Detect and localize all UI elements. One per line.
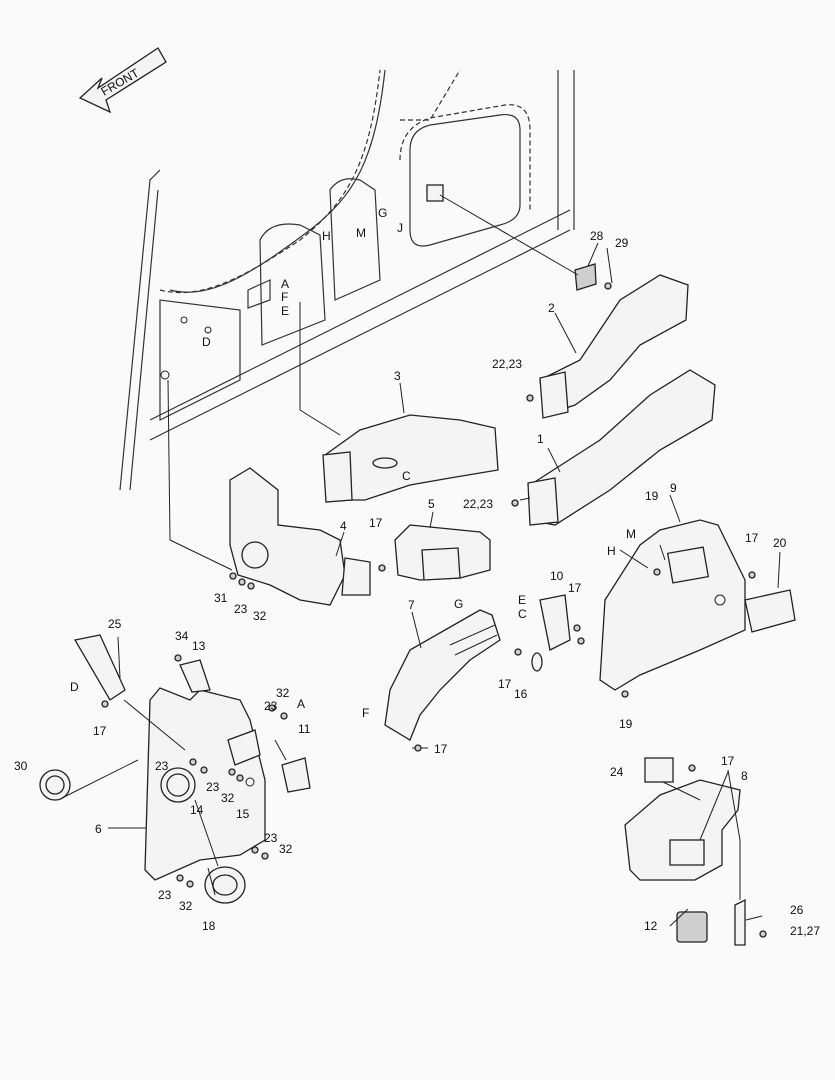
duct-1 <box>527 369 716 526</box>
label-23-a: 23 <box>264 699 278 713</box>
part-24 <box>644 757 674 783</box>
label-22-23-mid: 22,23 <box>463 497 493 511</box>
leader-lines <box>61 242 781 927</box>
bolt-29 <box>604 282 612 290</box>
part-26 <box>734 898 746 946</box>
part-11 <box>281 757 311 793</box>
label-E-top: E <box>281 304 289 318</box>
label-21-27: 21,27 <box>790 924 820 938</box>
label-23-d: 23 <box>264 831 278 845</box>
label-15: 15 <box>236 807 250 821</box>
label-M-top: M <box>356 226 366 240</box>
label-32-a: 32 <box>276 686 290 700</box>
label-23-b: 23 <box>155 759 169 773</box>
duct-5 <box>394 524 491 581</box>
label-3: 3 <box>394 369 401 383</box>
label-1: 1 <box>537 432 544 446</box>
label-2: 2 <box>548 301 555 315</box>
label-G-top: G <box>378 206 387 220</box>
label-23-e: 23 <box>158 888 172 902</box>
label-5: 5 <box>428 497 435 511</box>
part-16 <box>531 652 543 672</box>
panel-8 <box>624 779 741 881</box>
label-32-b: 32 <box>221 791 235 805</box>
label-31: 31 <box>214 591 228 605</box>
label-19-top: 19 <box>645 489 659 503</box>
label-E-right: E <box>518 593 526 607</box>
label-M: M <box>626 527 636 541</box>
label-G-right: G <box>454 597 463 611</box>
label-20: 20 <box>773 536 787 550</box>
label-F-top: F <box>281 290 288 304</box>
label-32-d: 32 <box>179 899 193 913</box>
part-18 <box>204 866 246 904</box>
label-18: 18 <box>202 919 216 933</box>
duct-2 <box>539 274 689 419</box>
label-12: 12 <box>644 919 658 933</box>
label-24: 24 <box>610 765 624 779</box>
part-30 <box>39 769 71 801</box>
label-32-e: 32 <box>253 609 267 623</box>
callout-labels: 28 29 2 22,23 3 1 22,23 19 9 5 4 17 M H … <box>14 206 820 938</box>
label-17-c: 17 <box>568 581 582 595</box>
cab-outline <box>119 69 575 491</box>
part-28 <box>574 263 597 291</box>
label-26: 26 <box>790 903 804 917</box>
duct-3 <box>322 414 499 503</box>
label-13: 13 <box>192 639 206 653</box>
label-D-left: D <box>70 680 79 694</box>
label-23-f: 23 <box>234 602 248 616</box>
label-H: H <box>607 544 616 558</box>
label-6: 6 <box>95 822 102 836</box>
panel-6 <box>144 687 266 881</box>
front-arrow: FRONT <box>78 47 167 114</box>
label-C-right: C <box>518 607 527 621</box>
label-A-left: A <box>297 697 305 711</box>
label-32-c: 32 <box>279 842 293 856</box>
label-25: 25 <box>108 617 122 631</box>
label-17-g: 17 <box>721 754 735 768</box>
panel-9 <box>599 519 746 691</box>
label-14: 14 <box>190 803 204 817</box>
label-7: 7 <box>408 598 415 612</box>
label-H-top: H <box>322 229 331 243</box>
label-22-23-top: 22,23 <box>492 357 522 371</box>
duct-7 <box>384 609 501 741</box>
label-9: 9 <box>670 481 677 495</box>
label-17-a: 17 <box>369 516 383 530</box>
label-J-top: J <box>397 221 403 235</box>
label-17-b: 17 <box>745 531 759 545</box>
part-25 <box>73 634 126 701</box>
label-4: 4 <box>340 519 347 533</box>
duct-4 <box>229 467 371 606</box>
label-29: 29 <box>615 236 629 250</box>
label-A-top: A <box>281 277 289 291</box>
label-10: 10 <box>550 569 564 583</box>
label-C-mid: C <box>402 469 411 483</box>
label-8: 8 <box>741 769 748 783</box>
label-23-c: 23 <box>206 780 220 794</box>
label-16: 16 <box>514 687 528 701</box>
bracket-10 <box>539 594 571 651</box>
label-28: 28 <box>590 229 604 243</box>
fasteners <box>101 394 767 938</box>
part-13 <box>179 659 211 693</box>
label-D-top: D <box>202 335 211 349</box>
label-17-e: 17 <box>434 742 448 756</box>
label-11: 11 <box>298 722 311 736</box>
label-17-d: 17 <box>498 677 512 691</box>
label-19-bottom: 19 <box>619 717 633 731</box>
label-17-f: 17 <box>93 724 107 738</box>
label-30: 30 <box>14 759 28 773</box>
label-F-bottom: F <box>362 706 369 720</box>
label-34: 34 <box>175 629 189 643</box>
part-12 <box>676 911 708 943</box>
part-20 <box>744 589 796 633</box>
